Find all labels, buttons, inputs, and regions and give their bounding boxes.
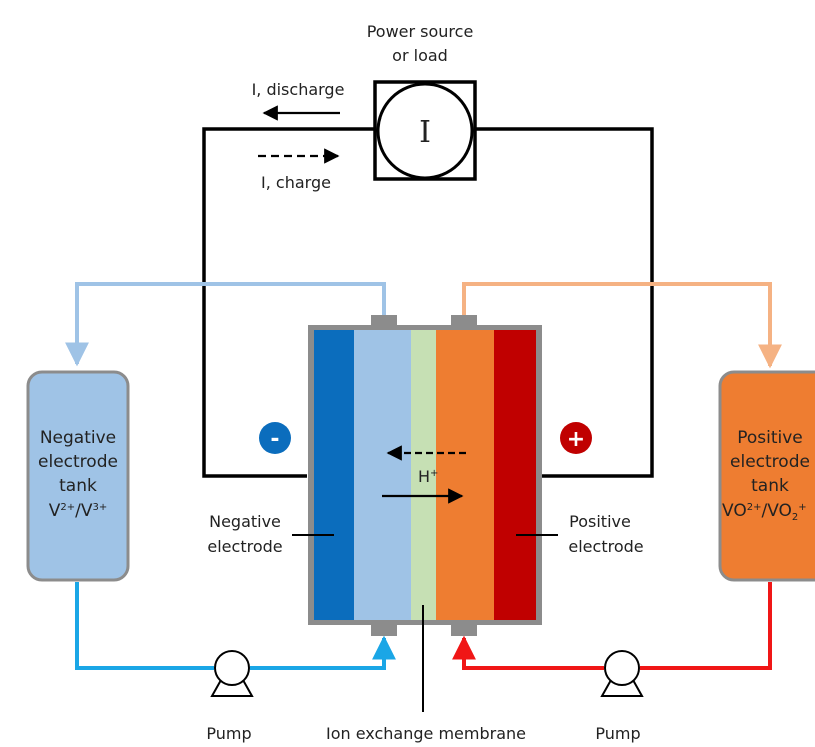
positive-electrode-label-line1: Positive xyxy=(569,512,631,531)
cell-stack xyxy=(308,315,542,636)
ion-exchange-membrane-layer xyxy=(411,330,436,620)
port-bottom-left xyxy=(371,624,397,636)
power-source-symbol: I xyxy=(419,115,431,150)
pump-left xyxy=(210,650,254,697)
pump-right xyxy=(600,650,644,697)
circuit-wire-right xyxy=(475,127,654,478)
positive-feed-pipe-to-cell xyxy=(452,635,604,670)
port-top-left xyxy=(371,315,397,327)
positive-electrode-tank: Positive electrode tank VO2+/VO2+ xyxy=(718,370,815,582)
positive-pipes xyxy=(452,282,782,670)
negative-electrode-label-line1: Negative xyxy=(209,512,281,531)
positive-electrode-label-line2: electrode xyxy=(568,537,643,556)
positive-electrode-dark-layer xyxy=(494,330,536,620)
negative-return-pipe xyxy=(65,282,386,367)
negative-tank-body xyxy=(26,370,130,582)
negative-feed-pipe-to-cell xyxy=(250,635,396,670)
positive-sign: + xyxy=(567,427,585,452)
port-bottom-right xyxy=(451,624,477,636)
negative-tank-species: V2+/V3+ xyxy=(49,501,108,521)
negative-feed-pipe xyxy=(75,582,214,670)
negative-electrode-tank: Negative electrode tank V2+/V3+ xyxy=(26,370,130,582)
circuit-wire-left xyxy=(202,127,375,478)
pump-left-label: Pump xyxy=(206,724,251,743)
negative-pipes xyxy=(65,282,396,670)
positive-sign-badge: + xyxy=(560,422,592,454)
power-source: I xyxy=(373,80,477,181)
pump-right-body xyxy=(604,650,640,686)
positive-tank-line1: Positive xyxy=(737,428,803,448)
negative-tank-line3: tank xyxy=(59,476,97,496)
pump-left-body xyxy=(214,650,250,686)
power-source-circle xyxy=(376,82,474,180)
positive-electrolyte-layer xyxy=(436,330,494,620)
negative-sign: - xyxy=(270,427,279,452)
positive-tank-body xyxy=(718,370,815,582)
port-top-right xyxy=(451,315,477,327)
external-circuit xyxy=(202,127,654,478)
positive-tank-species: VO2+/VO2+ xyxy=(722,501,807,523)
positive-return-pipe xyxy=(462,282,782,369)
positive-tank-line3: tank xyxy=(751,476,789,496)
pump-right-label: Pump xyxy=(595,724,640,743)
membrane-label: Ion exchange membrane xyxy=(326,724,526,743)
positive-sign-circle xyxy=(560,422,592,454)
proton-label: H+ xyxy=(418,467,438,486)
negative-electrode-dark-layer xyxy=(314,330,354,620)
negative-tank-line2: electrode xyxy=(38,452,118,472)
negative-sign-circle xyxy=(259,422,291,454)
power-source-label-line1: Power source xyxy=(367,22,474,41)
negative-electrolyte-layer xyxy=(354,330,411,620)
negative-tank-line1: Negative xyxy=(40,428,116,448)
positive-feed-pipe xyxy=(640,582,772,670)
positive-tank-line2: electrode xyxy=(730,452,810,472)
charge-label: I, charge xyxy=(261,173,331,192)
negative-sign-badge: - xyxy=(259,422,291,454)
power-source-label-line2: or load xyxy=(392,46,448,65)
discharge-label: I, discharge xyxy=(252,80,345,99)
negative-electrode-label-line2: electrode xyxy=(207,537,282,556)
